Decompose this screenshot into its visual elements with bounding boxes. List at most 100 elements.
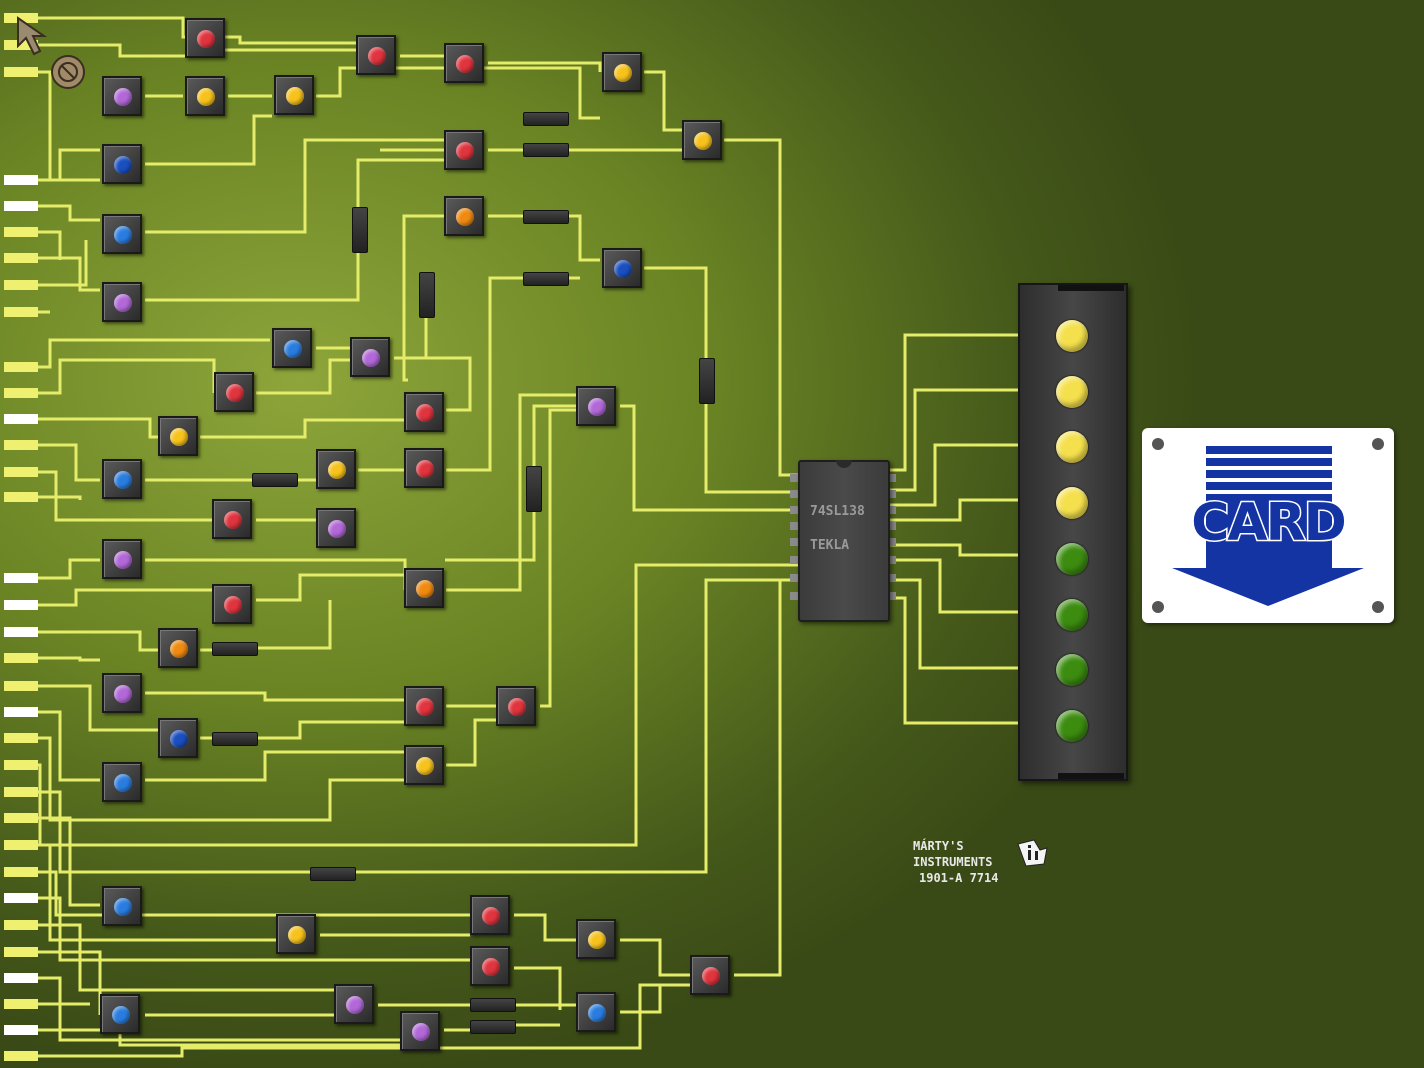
input-pin[interactable] [4, 227, 38, 237]
input-pin[interactable] [4, 600, 38, 610]
logic-gate[interactable] [102, 214, 142, 254]
logic-gate[interactable] [102, 673, 142, 713]
input-pin[interactable] [4, 67, 38, 77]
logic-gate[interactable] [690, 955, 730, 995]
input-pin[interactable] [4, 893, 38, 903]
logic-gate[interactable] [102, 76, 142, 116]
input-pin[interactable] [4, 440, 38, 450]
input-pin[interactable] [4, 414, 38, 424]
logic-gate[interactable] [356, 35, 396, 75]
logic-gate[interactable] [602, 248, 642, 288]
wire-trace [36, 240, 88, 287]
input-pin[interactable] [4, 707, 38, 717]
input-pin[interactable] [4, 867, 38, 877]
logic-gate[interactable] [404, 392, 444, 432]
logic-gate[interactable] [404, 686, 444, 726]
input-pin[interactable] [4, 681, 38, 691]
wire-trace [446, 718, 496, 767]
logic-gate[interactable] [316, 449, 356, 489]
logic-gate[interactable] [274, 75, 314, 115]
input-pin[interactable] [4, 733, 38, 743]
wire-trace [145, 114, 272, 166]
input-pin[interactable] [4, 573, 38, 583]
display-top-bar [1058, 285, 1124, 291]
input-pin[interactable] [4, 280, 38, 290]
logic-gate[interactable] [102, 539, 142, 579]
logic-gate[interactable] [212, 499, 252, 539]
wire-trace [36, 923, 334, 992]
logic-gate[interactable] [682, 120, 722, 160]
logic-gate[interactable] [102, 282, 142, 322]
logic-gate[interactable] [404, 448, 444, 488]
logic-gate[interactable] [444, 130, 484, 170]
logic-gate[interactable] [444, 43, 484, 83]
logic-gate[interactable] [102, 459, 142, 499]
logic-gate[interactable] [276, 914, 316, 954]
input-pin[interactable] [4, 13, 38, 23]
logic-gate[interactable] [576, 992, 616, 1032]
input-pin[interactable] [4, 307, 38, 317]
logic-gate[interactable] [400, 1011, 440, 1051]
gate-led [114, 685, 132, 703]
input-pin[interactable] [4, 467, 38, 477]
input-pin[interactable] [4, 362, 38, 372]
wire-trace [886, 558, 1018, 614]
logic-gate[interactable] [158, 416, 198, 456]
logic-gate[interactable] [272, 328, 312, 368]
input-pin[interactable] [4, 947, 38, 957]
screw-icon [1372, 601, 1384, 613]
logic-gate[interactable] [100, 994, 140, 1034]
input-pin[interactable] [4, 388, 38, 398]
input-pin[interactable] [4, 40, 38, 50]
chip-pin [790, 556, 800, 564]
wire-trace [36, 417, 158, 439]
logic-gate[interactable] [576, 386, 616, 426]
input-pin[interactable] [4, 840, 38, 850]
output-bulb [1056, 598, 1088, 631]
input-pin[interactable] [4, 653, 38, 663]
wire-trace [724, 138, 798, 477]
wire-trace [145, 691, 404, 702]
logic-gate[interactable] [350, 337, 390, 377]
input-pin[interactable] [4, 201, 38, 211]
wire-trace [886, 333, 1018, 472]
logic-gate[interactable] [576, 919, 616, 959]
logic-gate[interactable] [404, 568, 444, 608]
logic-gate[interactable] [602, 52, 642, 92]
card-slot[interactable]: CARD [1142, 428, 1394, 623]
logic-gate[interactable] [158, 718, 198, 758]
logic-gate[interactable] [185, 18, 225, 58]
logic-gate[interactable] [404, 745, 444, 785]
logic-gate[interactable] [185, 76, 225, 116]
input-pin[interactable] [4, 627, 38, 637]
input-pin[interactable] [4, 1051, 38, 1061]
logic-gate[interactable] [316, 508, 356, 548]
input-pin[interactable] [4, 787, 38, 797]
logic-gate[interactable] [470, 895, 510, 935]
logic-gate[interactable] [470, 946, 510, 986]
jumper [526, 466, 542, 512]
logic-gate[interactable] [102, 144, 142, 184]
logic-gate[interactable] [334, 984, 374, 1024]
input-pin[interactable] [4, 492, 38, 502]
logic-gate[interactable] [102, 762, 142, 802]
logic-gate[interactable] [444, 196, 484, 236]
chip-brand: TEKLA [810, 538, 850, 553]
input-pin[interactable] [4, 175, 38, 185]
input-pin[interactable] [4, 760, 38, 770]
input-pin[interactable] [4, 253, 38, 263]
wire-trace [36, 710, 100, 782]
logic-gate[interactable] [158, 628, 198, 668]
input-pin[interactable] [4, 813, 38, 823]
logic-gate[interactable] [214, 372, 254, 412]
logic-gate[interactable] [496, 686, 536, 726]
input-pin[interactable] [4, 920, 38, 930]
wire-trace [36, 588, 212, 607]
input-pin[interactable] [4, 999, 38, 1009]
wire-trace [36, 976, 400, 1042]
input-pin[interactable] [4, 1025, 38, 1035]
input-pin[interactable] [4, 973, 38, 983]
gate-led [588, 1004, 606, 1022]
logic-gate[interactable] [212, 584, 252, 624]
logic-gate[interactable] [102, 886, 142, 926]
